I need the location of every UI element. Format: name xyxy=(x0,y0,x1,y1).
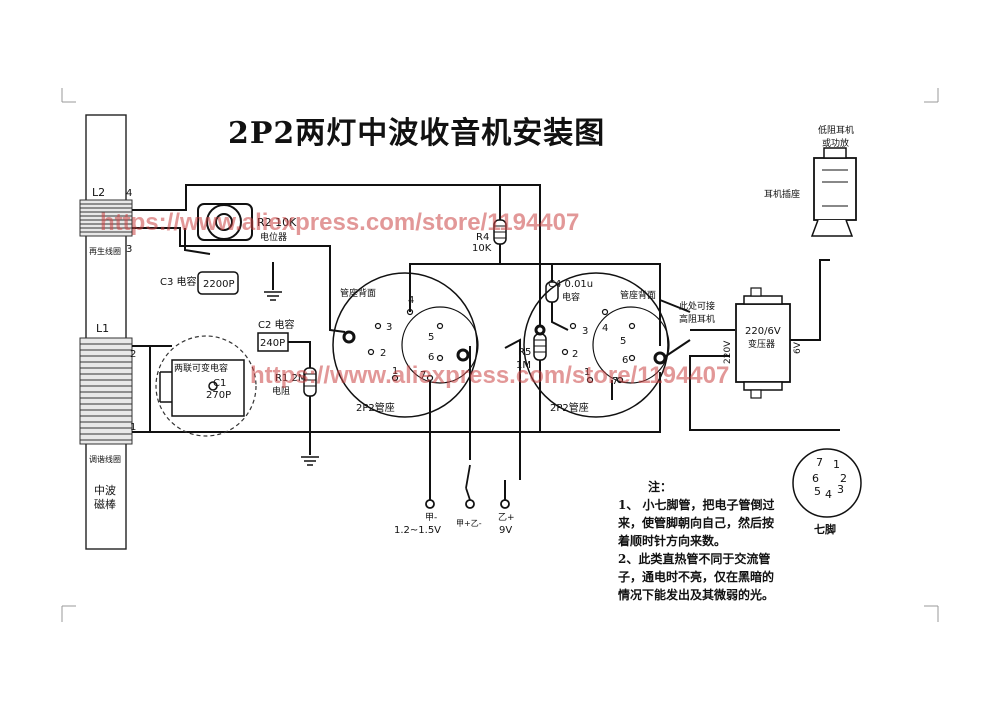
pinout-pin-5: 5 xyxy=(814,485,821,498)
tube1-back-label: 管座背面 xyxy=(340,287,376,299)
variable-capacitor-c1: 两联可变电容 C1 270P xyxy=(155,335,257,437)
tuning-coil-l1 xyxy=(79,337,133,445)
tube2-pin-1: 1 xyxy=(584,367,590,378)
tube1-pin-3: 3 xyxy=(386,322,392,333)
lo-z-note-2: 或功放 xyxy=(822,137,849,149)
page-title: 2P2两灯中波收音机安装图 xyxy=(228,116,606,151)
regen-coil-l2 xyxy=(79,199,133,237)
lo-z-note-1: 低阻耳机 xyxy=(818,124,854,136)
c3-value: 2200P xyxy=(203,279,234,290)
tube2-pin-3: 3 xyxy=(582,326,588,337)
tube-socket-1: 3 4 5 2 6 1 7 管座背面 2P2管座 xyxy=(332,272,479,418)
tube1-pin-5: 5 xyxy=(428,332,434,343)
transformer-secondary: 6V xyxy=(793,341,803,354)
potentiometer-r2: R2 10K 电位器 xyxy=(197,203,297,243)
tube1-pin-2: 2 xyxy=(380,348,386,359)
tube1-pin-7: 7 xyxy=(420,370,426,381)
c1-value: 270P xyxy=(206,390,231,401)
notes-line: 来，使管脚朝向自己，然后按 xyxy=(618,516,775,530)
notes-line: 2、此类直热管不同于交流管 xyxy=(618,552,771,566)
seven-pin-pinout: 7 1 6 2 5 4 3 七脚 xyxy=(792,448,862,536)
l2-label: L2 xyxy=(92,186,105,199)
c3-label: C3 电容 xyxy=(160,275,197,288)
pinout-pin-2: 2 xyxy=(840,472,847,485)
tube1-socket-label: 2P2管座 xyxy=(356,401,395,414)
tube1-pin-6: 6 xyxy=(428,352,434,363)
notes-block: 注： 1、 小七脚管，把电子管倒过 来，使管脚朝向自己，然后按 着顺时针方向来数… xyxy=(618,478,858,604)
tube1-pin-1: 1 xyxy=(392,366,398,377)
hi-z-note-1: 此处可接 xyxy=(679,300,715,312)
tube2-pin-5: 5 xyxy=(620,336,626,347)
tube2-pin-6: 6 xyxy=(622,355,628,366)
wiring xyxy=(132,184,840,500)
c4-desc: 电容 xyxy=(562,291,580,303)
terminal-ab: 甲+乙- xyxy=(456,519,482,528)
ground-symbols xyxy=(264,291,319,466)
tube1-pin-4: 4 xyxy=(408,295,414,306)
transformer-desc: 变压器 xyxy=(748,338,775,350)
notes-line: 子，通电时不亮，仅在黑暗的 xyxy=(618,570,775,584)
tube2-pin-7: 7 xyxy=(612,376,618,387)
capacitor-c2: 240P C2 电容 xyxy=(257,318,295,352)
terminal-a-voltage: 1.2~1.5V xyxy=(394,525,441,536)
r1-label: R1 2M xyxy=(275,373,306,384)
terminal-b-plus: 乙+ xyxy=(498,512,515,523)
notes-heading: 注： xyxy=(648,480,673,494)
coil-pin-3: 3 xyxy=(126,244,132,255)
r4-value: 10K xyxy=(472,243,492,254)
resistor-r1: R1 2M 电阻 xyxy=(272,367,317,397)
coil-pin-1: 1 xyxy=(130,422,136,433)
c1-box-label: 两联可变电容 xyxy=(174,362,228,374)
ferrite-rod: L2 L1 再生线圈 调谐线圈 中波 磁棒 4 3 2 1 xyxy=(79,114,136,550)
c2-value: 240P xyxy=(260,338,285,349)
r1-desc: 电阻 xyxy=(272,385,290,397)
tube2-back-label: 管座背面 xyxy=(620,289,656,301)
pinout-pin-6: 6 xyxy=(812,472,819,485)
watermark-middle: https://www.aliexpress.com/store/1194407 xyxy=(250,362,729,389)
phone-jack-label: 耳机插座 xyxy=(764,188,800,200)
r2-label: R2 10K xyxy=(257,216,297,229)
transformer: 220/6V 变压器 220V 6V xyxy=(723,287,803,399)
r2-desc: 电位器 xyxy=(260,231,287,243)
headphone-jack: 低阻耳机 或功放 耳机插座 xyxy=(764,124,857,237)
tube2-pin-4: 4 xyxy=(602,323,608,334)
rod-label-2: 磁棒 xyxy=(94,497,116,511)
coil-pin-4: 4 xyxy=(126,188,132,199)
c2-label: C2 电容 xyxy=(258,318,295,331)
transformer-rating: 220/6V xyxy=(745,326,781,337)
transformer-primary: 220V xyxy=(723,340,733,364)
notes-line: 着顺时针方向来数。 xyxy=(618,534,727,548)
notes-line: 情况下能发出及其微弱的光。 xyxy=(618,588,775,602)
tube2-socket-label: 2P2管座 xyxy=(550,401,589,414)
c4-label: C4 0.01u xyxy=(548,279,593,290)
tube2-pin-2: 2 xyxy=(572,349,578,360)
pinout-pin-1: 1 xyxy=(833,458,840,471)
notes-line: 1、 小七脚管，把电子管倒过 xyxy=(618,498,775,512)
tube-socket-2: 3 4 5 2 6 1 7 管座背面 2P2管座 xyxy=(523,272,670,418)
pinout-label: 七脚 xyxy=(814,522,836,536)
r4-label: R4 xyxy=(476,232,489,243)
tuning-coil-label: 调谐线圈 xyxy=(89,454,121,464)
pinout-pin-3: 3 xyxy=(837,483,844,496)
capacitor-c4: C4 0.01u 电容 xyxy=(545,279,593,303)
regen-coil-label: 再生线圈 xyxy=(89,246,121,256)
resistor-r4: R4 10K xyxy=(472,219,507,254)
terminal-a-minus: 甲- xyxy=(425,512,437,523)
hi-z-note-2: 高阻耳机 xyxy=(679,313,715,325)
coil-pin-2: 2 xyxy=(130,349,136,360)
capacitor-c3: 2200P C3 电容 xyxy=(160,271,239,295)
watermark-top: https://www.aliexpress.com/store/1194407 xyxy=(100,209,579,236)
pinout-pin-7: 7 xyxy=(816,456,823,469)
terminal-b-voltage: 9V xyxy=(499,525,512,536)
c1-label: C1 xyxy=(213,378,226,389)
rod-label-1: 中波 xyxy=(94,484,116,497)
pinout-pin-4: 4 xyxy=(825,488,832,501)
l1-label: L1 xyxy=(96,322,109,335)
r5-value: 1M xyxy=(516,360,531,371)
crop-marks xyxy=(61,88,939,622)
battery-terminals: 甲- 1.2~1.5V 甲+乙- 乙+ 9V xyxy=(394,464,515,536)
